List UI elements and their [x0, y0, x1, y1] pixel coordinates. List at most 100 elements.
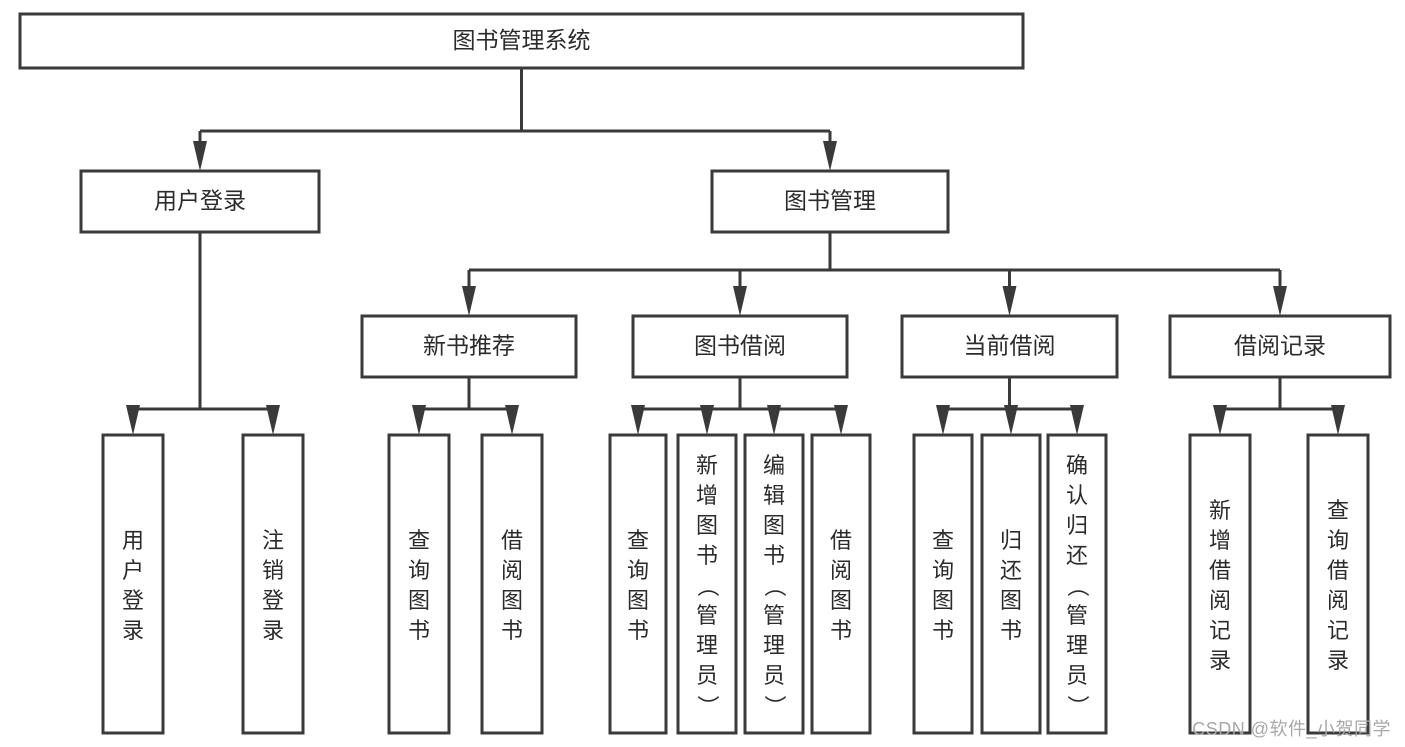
svg-text:辑: 辑	[763, 483, 785, 508]
svg-text:户: 户	[122, 558, 144, 583]
node-leaf-8[interactable]	[912, 433, 974, 735]
node-level2-0[interactable]	[360, 314, 578, 379]
svg-text:注: 注	[262, 528, 284, 553]
svg-text:图: 图	[408, 588, 430, 613]
arrow-to-level2-2-head	[1002, 286, 1017, 316]
svg-text:借: 借	[501, 528, 523, 553]
svg-text:阅: 阅	[1327, 588, 1349, 613]
svg-text:用: 用	[122, 528, 144, 553]
svg-text:阅: 阅	[1209, 588, 1231, 613]
node-leaf-7[interactable]	[810, 433, 872, 735]
svg-text:借: 借	[1209, 558, 1231, 583]
svg-text:理: 理	[1066, 633, 1088, 658]
node-leaf-12[interactable]	[1306, 433, 1370, 735]
svg-text:图: 图	[830, 588, 852, 613]
svg-text:图: 图	[501, 588, 523, 613]
svg-text:归: 归	[1000, 528, 1022, 553]
node-leaf-9[interactable]	[980, 433, 1042, 735]
arrow-to-leaf-2-1-head	[700, 405, 714, 435]
svg-text:增: 增	[696, 483, 718, 508]
svg-text:记: 记	[1209, 618, 1231, 643]
svg-text:录: 录	[1209, 648, 1231, 673]
svg-text:管: 管	[696, 603, 718, 628]
svg-text:员: 员	[763, 663, 785, 688]
node-root-label: 图书管理系统	[453, 27, 591, 53]
svg-text:录: 录	[1327, 648, 1349, 673]
svg-text:阅: 阅	[830, 558, 852, 583]
svg-text:图: 图	[696, 513, 718, 538]
node-level2-1[interactable]	[631, 314, 849, 379]
svg-text:查: 查	[627, 528, 649, 553]
svg-text:还: 还	[1066, 543, 1088, 568]
svg-text:新: 新	[1209, 498, 1231, 523]
svg-text:员: 员	[1066, 663, 1088, 688]
svg-text:书: 书	[1000, 618, 1022, 643]
node-level2-2-label: 当前借阅	[964, 333, 1056, 359]
arrow-to-leaf-3-0-head	[936, 405, 950, 435]
arrow-to-level2-3-head	[1273, 286, 1287, 316]
svg-text:借: 借	[1327, 558, 1349, 583]
arrow-to-leaf-2-3-head	[834, 405, 848, 435]
node-leaf-11[interactable]	[1188, 433, 1252, 735]
arrow-to-level2-1-head	[733, 286, 747, 316]
node-leaf-0[interactable]	[101, 433, 165, 735]
arrow-to-leaf-0-1-head	[266, 405, 280, 435]
svg-text:书: 书	[408, 618, 430, 643]
node-level1-1[interactable]	[710, 169, 950, 234]
node-level2-3-label: 借阅记录	[1234, 333, 1326, 359]
arrow-to-leaf-4-1-head	[1331, 405, 1345, 435]
svg-text:书: 书	[763, 543, 785, 568]
svg-text:编: 编	[763, 453, 785, 478]
node-leaf-1[interactable]	[241, 433, 305, 735]
node-layer: 用户登录图书管理新书推荐图书借阅当前借阅借阅记录用户登录注销登录查询图书借阅图书…	[18, 12, 1392, 735]
svg-text:管: 管	[1066, 603, 1088, 628]
svg-text:书: 书	[696, 543, 718, 568]
arrow-to-leaf-3-1-head	[1004, 405, 1018, 435]
node-level2-2[interactable]	[900, 314, 1119, 379]
arrow-to-leaf-0-0-head	[126, 405, 140, 435]
svg-text:借: 借	[830, 528, 852, 553]
svg-text:增: 增	[1209, 528, 1231, 553]
svg-text:书: 书	[932, 618, 954, 643]
arrow-to-level1-0-head	[193, 141, 207, 171]
node-leaf-10[interactable]	[1046, 433, 1108, 735]
node-leaf-3[interactable]	[480, 433, 544, 735]
node-level2-1-label: 图书借阅	[694, 333, 786, 359]
svg-text:销: 销	[262, 558, 284, 583]
svg-text:查: 查	[932, 528, 954, 553]
node-leaf-2[interactable]	[387, 433, 451, 735]
svg-text:登: 登	[122, 588, 144, 613]
svg-text:认: 认	[1066, 483, 1088, 508]
node-leaf-5[interactable]	[676, 433, 738, 735]
svg-text:录: 录	[122, 618, 144, 643]
svg-text:图: 图	[932, 588, 954, 613]
svg-text:阅: 阅	[501, 558, 523, 583]
connector-layer	[126, 68, 1345, 435]
node-level1-0-label: 用户登录	[154, 188, 246, 214]
svg-text:询: 询	[1327, 528, 1349, 553]
node-root[interactable]	[18, 12, 1025, 70]
svg-text:管: 管	[763, 603, 785, 628]
svg-text:确: 确	[1066, 453, 1088, 478]
svg-text:图: 图	[763, 513, 785, 538]
node-level1-0[interactable]	[79, 169, 321, 234]
node-leaf-4[interactable]	[608, 433, 668, 735]
svg-text:询: 询	[627, 558, 649, 583]
svg-text:询: 询	[408, 558, 430, 583]
node-level2-3[interactable]	[1168, 314, 1392, 379]
svg-text:书: 书	[830, 618, 852, 643]
node-level2-0-label: 新书推荐	[423, 333, 515, 359]
svg-text:（: （	[762, 575, 787, 597]
node-leaf-6[interactable]	[743, 433, 805, 735]
